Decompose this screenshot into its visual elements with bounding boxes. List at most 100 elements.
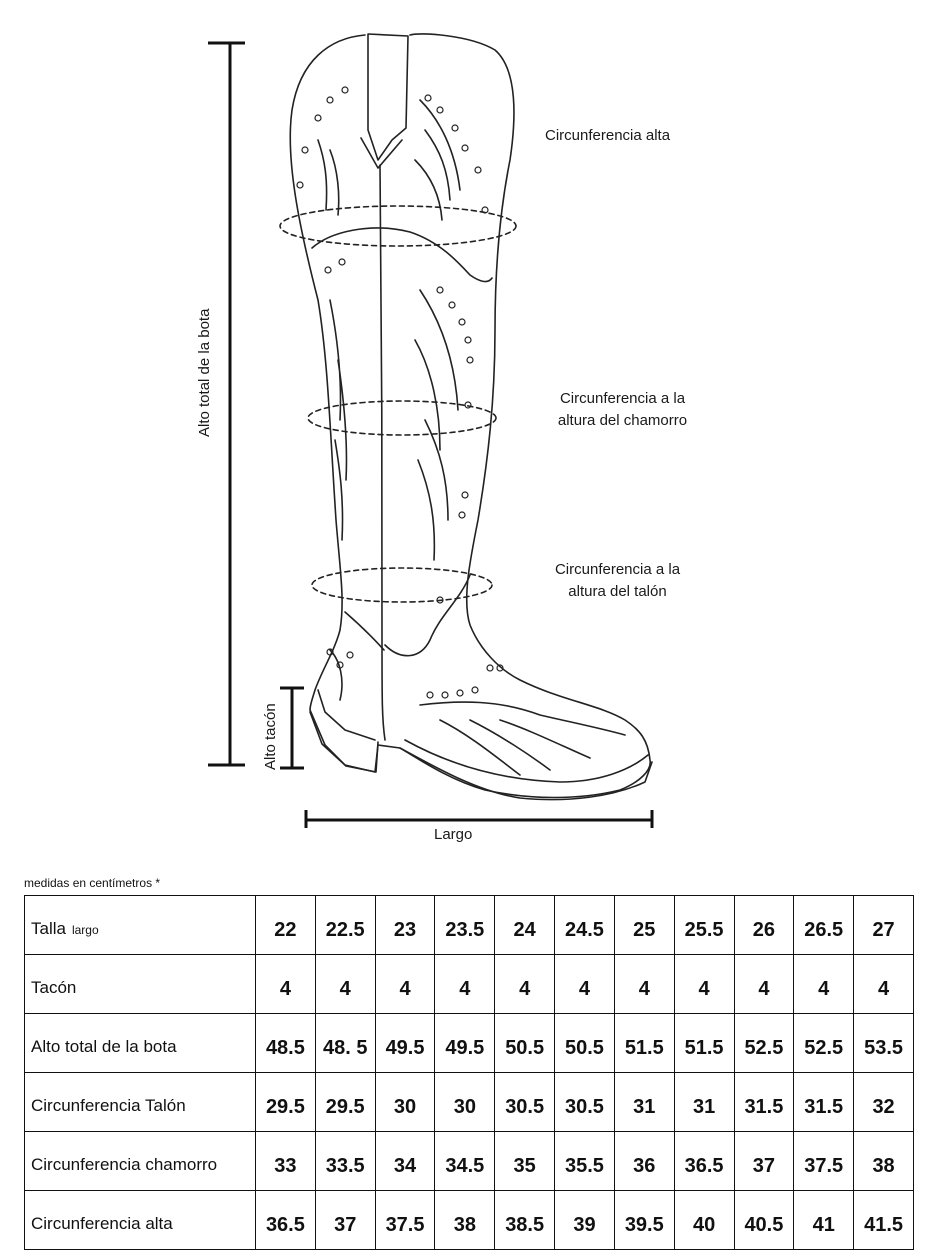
table-cell: 48. 5 (314, 1013, 376, 1073)
label-circ-talon-line1: Circunferencia a la (554, 561, 681, 578)
table-cell: 26.5 (793, 895, 855, 955)
table-cell: 48.5 (255, 1013, 316, 1073)
label-alto-total: Alto total de la bota (196, 308, 213, 437)
circ-alta-ellipse (279, 205, 517, 247)
table-cell: 31 (673, 1072, 735, 1132)
table-cell: 35.5 (554, 1131, 615, 1191)
table-cell: 34 (374, 1131, 436, 1191)
table-cell: 4 (314, 954, 376, 1014)
row-label-text: Circunferencia chamorro (31, 1155, 218, 1174)
units-note: medidas en centímetros * (24, 876, 161, 890)
row-label: Tacón (24, 954, 256, 1014)
table-cell: 4 (853, 954, 914, 1014)
table-cell: 53.5 (853, 1013, 914, 1073)
boot-drawing (208, 33, 654, 828)
table-cell: 51.5 (673, 1013, 735, 1073)
table-cell: 38.5 (494, 1190, 556, 1250)
table-cell: 52.5 (733, 1013, 795, 1073)
table-cell: 30 (374, 1072, 436, 1132)
table-cell: 4 (613, 954, 675, 1014)
table-cell: 37 (314, 1190, 376, 1250)
table-cell: 40.5 (733, 1190, 795, 1250)
label-circ-chamorro-line1: Circunferencia a la (559, 390, 686, 407)
table-cell: 51.5 (613, 1013, 675, 1073)
table-cell: 49.5 (434, 1013, 496, 1073)
table-cell: 40 (673, 1190, 735, 1250)
row-label: Circunferencia chamorro (24, 1131, 256, 1191)
label-alto-tacon: Alto tacón (262, 703, 279, 770)
table-cell: 29.5 (255, 1072, 316, 1132)
table-cell: 30.5 (494, 1072, 556, 1132)
row-label: Circunferencia alta (24, 1190, 256, 1250)
circ-talon-ellipse (311, 567, 493, 603)
row-label: Alto total de la bota (24, 1013, 256, 1073)
table-cell: 36.5 (673, 1131, 735, 1191)
table-cell: 36.5 (255, 1190, 316, 1250)
table-cell: 50.5 (494, 1013, 556, 1073)
table-cell: 4 (374, 954, 436, 1014)
row-label-text: Tacón (31, 978, 77, 997)
table-cell: 23 (374, 895, 436, 955)
table-cell: 29.5 (314, 1072, 376, 1132)
row-label-text: Circunferencia alta (31, 1214, 173, 1233)
row-label: Circunferencia Talón (24, 1072, 256, 1132)
table-cell: 39 (554, 1190, 615, 1250)
table-cell: 22 (255, 895, 316, 955)
table-cell: 52.5 (793, 1013, 855, 1073)
table-cell: 31.5 (793, 1072, 855, 1132)
table-cell: 25.5 (673, 895, 735, 955)
table-cell: 24 (494, 895, 556, 955)
table-cell: 30.5 (554, 1072, 615, 1132)
table-cell: 4 (255, 954, 316, 1014)
table-cell: 33.5 (314, 1131, 376, 1191)
table-cell: 41 (793, 1190, 855, 1250)
table-cell: 30 (434, 1072, 496, 1132)
boot-studs (296, 86, 504, 699)
label-circ-chamorro: Circunferencia a la altura del chamorro (540, 388, 705, 432)
boot-shaft-outline (289, 33, 651, 799)
label-circ-talon: Circunferencia a la altura del talón (535, 559, 700, 603)
boot-heel (309, 711, 379, 773)
table-cell: 4 (733, 954, 795, 1014)
label-circ-talon-line2: altura del talón (568, 583, 667, 600)
table-cell: 38 (434, 1190, 496, 1250)
label-circ-chamorro-line2: altura del chamorro (557, 412, 688, 429)
label-circ-alta: Circunferencia alta (545, 127, 671, 144)
table-cell: 4 (494, 954, 556, 1014)
table-cell: 37.5 (793, 1131, 855, 1191)
row-sublabel: largo (71, 923, 99, 937)
table-cell: 34.5 (434, 1131, 496, 1191)
table-cell: 4 (554, 954, 615, 1014)
table-cell: 49.5 (374, 1013, 436, 1073)
table-cell: 39.5 (613, 1190, 675, 1250)
table-cell: 4 (673, 954, 735, 1014)
table-cell: 26 (733, 895, 795, 955)
row-label: Talla largo (24, 895, 256, 955)
table-cell: 41.5 (853, 1190, 914, 1250)
table-cell: 35 (494, 1131, 556, 1191)
table-cell: 24.5 (554, 895, 615, 955)
table-cell: 31 (613, 1072, 675, 1132)
table-cell: 37.5 (374, 1190, 436, 1250)
table-cell: 50.5 (554, 1013, 615, 1073)
row-label-text: Circunferencia Talón (31, 1096, 186, 1115)
row-label-text: Talla (31, 919, 66, 938)
table-cell: 38 (853, 1131, 914, 1191)
table-cell: 22.5 (314, 895, 376, 955)
row-label-text: Alto total de la bota (31, 1037, 177, 1056)
circ-chamorro-ellipse (307, 400, 497, 436)
table-cell: 33 (255, 1131, 316, 1191)
label-largo: Largo (434, 826, 473, 843)
table-cell: 37 (733, 1131, 795, 1191)
table-cell: 23.5 (434, 895, 496, 955)
table-cell: 25 (613, 895, 675, 955)
boot-sole (399, 747, 653, 801)
boot-pull-strap (367, 33, 409, 161)
